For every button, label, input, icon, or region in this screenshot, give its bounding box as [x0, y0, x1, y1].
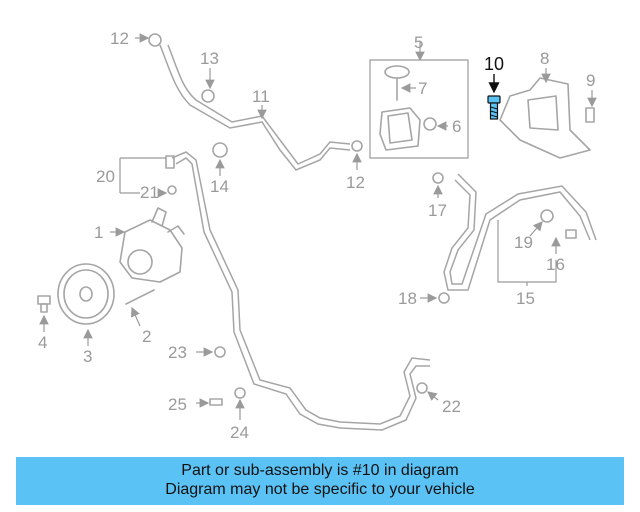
pressure-line	[171, 151, 431, 431]
callout-10-highlighted: 10	[484, 54, 504, 74]
clamp-17	[432, 172, 444, 184]
parts-diagram: 1 2 3 4 5 6 7 8 9 10 11 12 12 13 14 15 1…	[37, 29, 597, 442]
callout-3: 3	[83, 347, 92, 366]
callout-6: 6	[452, 117, 461, 136]
callout-14: 14	[210, 177, 229, 196]
callout-20: 20	[96, 167, 115, 186]
info-banner: Part or sub-assembly is #10 in diagram D…	[16, 457, 624, 505]
callout-11: 11	[252, 87, 270, 106]
pump-1	[119, 207, 185, 283]
bolt-25	[209, 398, 223, 406]
bolt-10-icon	[487, 95, 501, 120]
clamp-24	[234, 387, 246, 399]
bolt-4	[37, 295, 51, 313]
callout-12-top: 12	[110, 29, 129, 48]
clamp-12-right	[351, 140, 363, 152]
callout-2: 2	[142, 327, 151, 346]
washer-19	[540, 209, 554, 223]
callout-18: 18	[398, 289, 417, 308]
callout-23: 23	[168, 343, 187, 362]
fitting-20	[165, 155, 175, 169]
fitting-16	[565, 229, 577, 239]
bolt-2	[125, 289, 155, 305]
hose-line-11	[159, 44, 351, 171]
sensor-23	[214, 346, 226, 358]
callout-5: 5	[414, 33, 423, 52]
callout-8: 8	[540, 49, 549, 68]
callout-7: 7	[418, 79, 427, 98]
cap-6	[423, 117, 437, 131]
callout-13: 13	[200, 49, 219, 68]
callout-12-right: 12	[346, 173, 365, 192]
bracket-8	[499, 77, 591, 159]
return-line-15	[443, 173, 597, 291]
callout-16: 16	[546, 255, 565, 274]
pulley-3	[57, 263, 115, 325]
callout-1: 1	[94, 223, 103, 242]
callout-15: 15	[516, 289, 535, 308]
leader-lines	[39, 33, 597, 420]
callout-21: 21	[140, 183, 159, 202]
clamp-13	[201, 89, 215, 103]
callout-19: 19	[514, 233, 533, 252]
washer-22	[416, 382, 428, 394]
callout-24: 24	[230, 423, 249, 442]
banner-line-1: Part or sub-assembly is #10 in diagram	[181, 462, 459, 479]
callout-4: 4	[38, 333, 47, 352]
clamp-12-top	[148, 33, 162, 47]
washer-21	[167, 185, 177, 195]
callout-17: 17	[428, 201, 447, 220]
bolt-9	[585, 107, 595, 123]
callout-9: 9	[586, 71, 595, 90]
reservoir-7	[379, 65, 421, 151]
banner-line-2: Diagram may not be specific to your vehi…	[165, 481, 475, 498]
clamp-14	[212, 142, 228, 158]
nut-18	[438, 292, 450, 304]
callout-22: 22	[442, 397, 461, 416]
callout-25: 25	[168, 395, 187, 414]
